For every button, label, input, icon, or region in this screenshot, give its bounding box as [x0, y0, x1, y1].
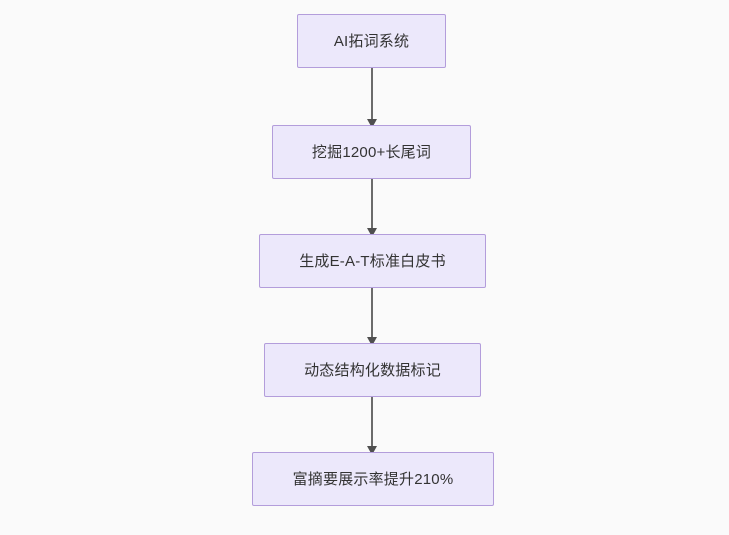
flow-edge-arrowhead-icon [367, 119, 377, 128]
flow-edge-arrowhead-icon [367, 337, 377, 346]
flow-node-dynamic-structured-data-markup[interactable]: 动态结构化数据标记 [264, 343, 481, 397]
flow-node-label: 富摘要展示率提升210% [292, 470, 454, 488]
flow-node-label: AI拓词系统 [333, 32, 410, 50]
flow-node-mine-longtail-keywords[interactable]: 挖掘1200+长尾词 [272, 125, 471, 179]
flow-edge-arrowhead-icon [367, 228, 377, 237]
flow-node-generate-eat-whitepaper[interactable]: 生成E-A-T标准白皮书 [259, 234, 486, 288]
flow-edge-arrowhead-icon [367, 446, 377, 455]
flow-node-ai-keyword-system[interactable]: AI拓词系统 [297, 14, 446, 68]
flow-node-label: 动态结构化数据标记 [304, 361, 441, 379]
flow-node-label: 挖掘1200+长尾词 [311, 143, 432, 161]
flow-node-label: 生成E-A-T标准白皮书 [299, 252, 446, 270]
flow-node-rich-snippet-impression-uplift[interactable]: 富摘要展示率提升210% [252, 452, 494, 506]
